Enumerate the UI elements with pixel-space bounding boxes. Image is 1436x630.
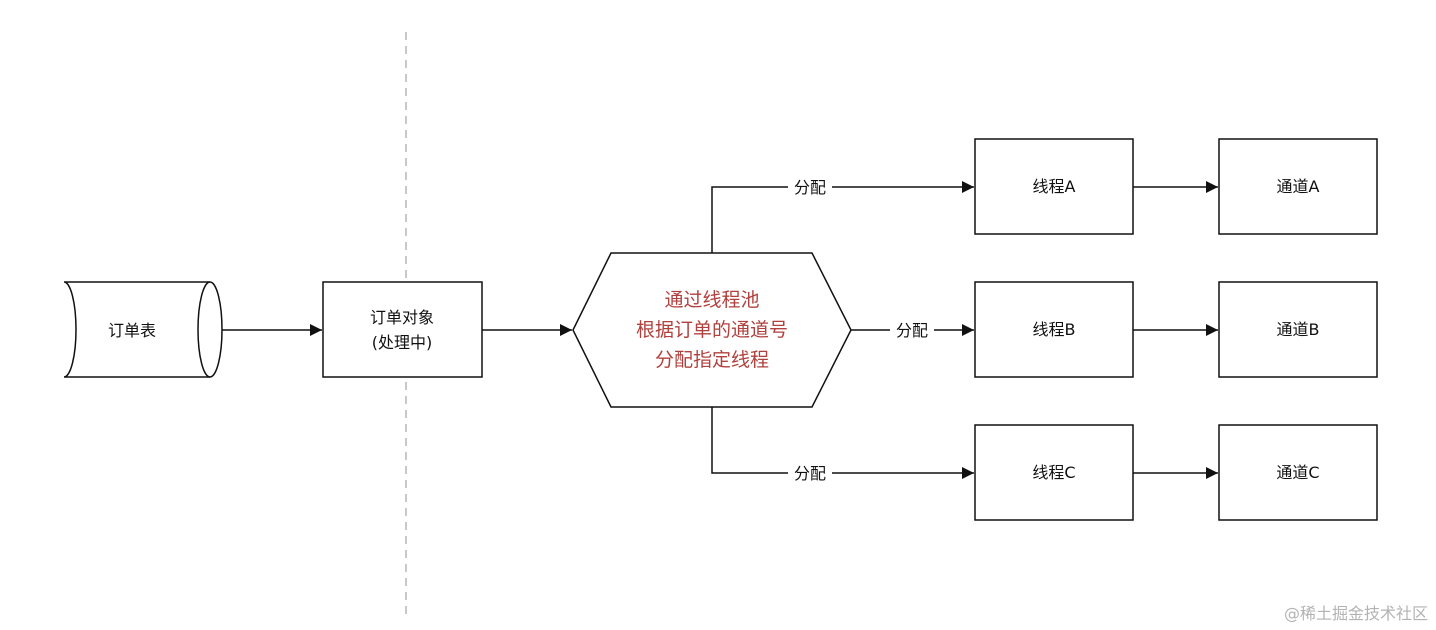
thread-pool-label-line3: 分配指定线程 (655, 349, 769, 371)
assign-b-label: 分配 (896, 321, 928, 340)
channel-c-node[interactable]: 通道C (1218, 424, 1378, 521)
channel-c-label: 通道C (1276, 463, 1319, 482)
assign-c-label-bg (788, 462, 832, 484)
thread-a-label: 线程A (1033, 177, 1076, 196)
thread-c-label: 线程C (1032, 463, 1075, 482)
thread-pool-hexagon (572, 252, 852, 408)
thread-pool-label-line2: 根据订单的通道号 (636, 319, 788, 341)
channel-a-box (1218, 138, 1378, 235)
order-table-node[interactable]: 订单表 (63, 281, 223, 378)
channel-b-label: 通道B (1277, 320, 1320, 339)
channel-c-box (1218, 424, 1378, 521)
assign-a-label-bg (788, 176, 832, 198)
channel-a-node[interactable]: 通道A (1218, 138, 1378, 235)
edge-pool-to-thread-a (711, 181, 974, 253)
thread-a-node[interactable]: 线程A (974, 138, 1134, 235)
thread-b-label: 线程B (1033, 320, 1076, 339)
channel-b-box (1218, 281, 1378, 378)
thread-pool-node[interactable]: 通过线程池 根据订单的通道号 分配指定线程 (572, 252, 852, 408)
thread-c-box (974, 424, 1134, 521)
order-object-node[interactable]: 订单对象 (处理中) (322, 281, 483, 378)
thread-c-node[interactable]: 线程C (974, 424, 1134, 521)
assign-b-label-bg (890, 319, 934, 341)
channel-b-node[interactable]: 通道B (1218, 281, 1378, 378)
thread-b-box (974, 281, 1134, 378)
order-object-label-line2: (处理中) (372, 333, 433, 352)
thread-pool-label-line1: 通过线程池 (664, 289, 759, 311)
order-object-box (322, 281, 483, 378)
order-table-inner-curve (197, 281, 211, 378)
order-table-label: 订单表 (108, 321, 156, 340)
assign-c-label: 分配 (794, 464, 826, 483)
order-object-label-line1: 订单对象 (370, 308, 434, 327)
thread-b-node[interactable]: 线程B (974, 281, 1134, 378)
assign-a-label: 分配 (794, 178, 826, 197)
channel-a-label: 通道A (1277, 177, 1320, 196)
edge-pool-to-thread-c (711, 407, 974, 479)
thread-a-box (974, 138, 1134, 235)
watermark-text: @稀土掘金技术社区 (1283, 604, 1428, 623)
